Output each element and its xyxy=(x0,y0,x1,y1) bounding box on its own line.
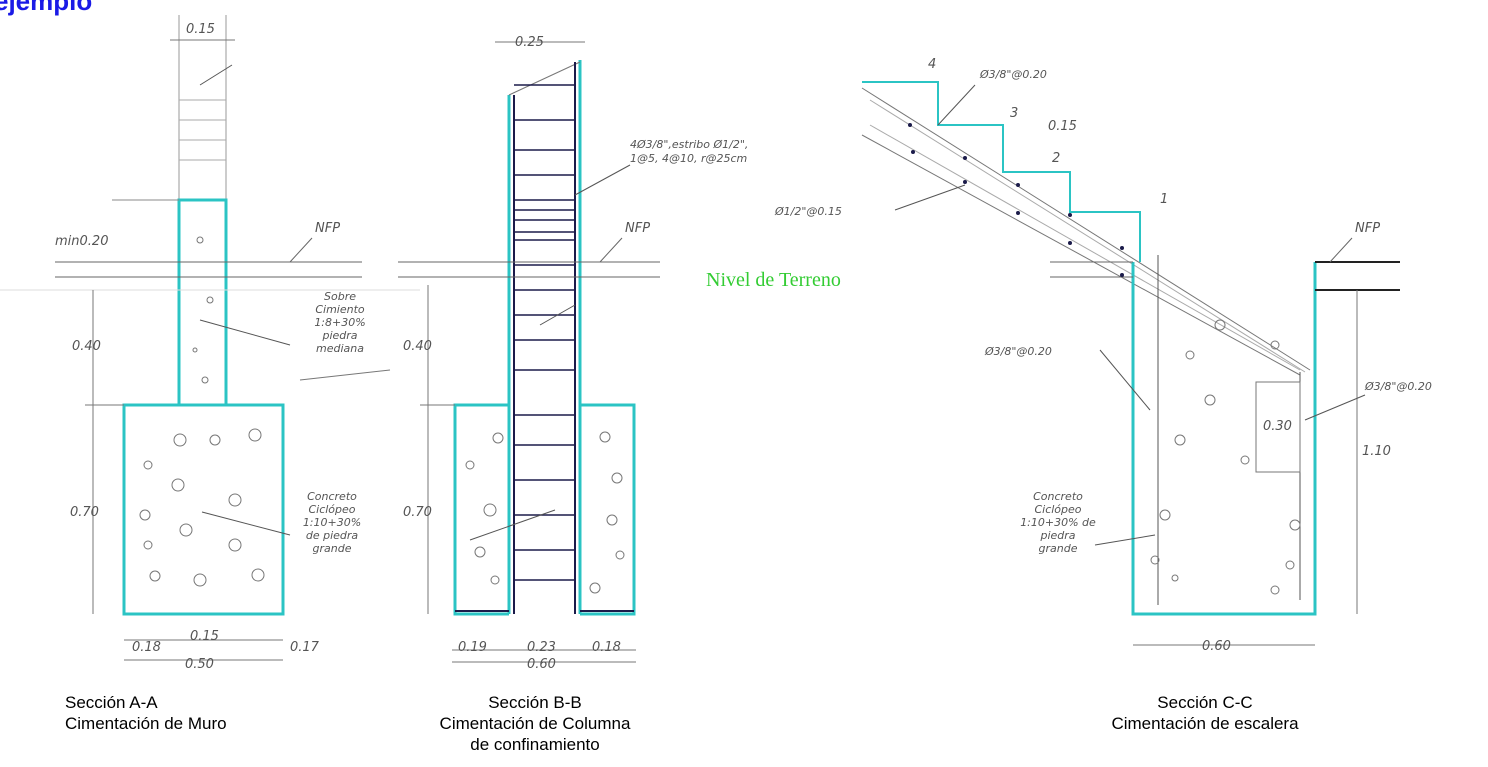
svg-text:grande: grande xyxy=(1039,542,1078,555)
header-partial-text: ejemplo xyxy=(0,0,92,16)
dim-a-total: 0.50 xyxy=(185,657,214,672)
svg-text:Concreto: Concreto xyxy=(1033,490,1083,503)
dim-c-step-b: 3 xyxy=(1010,106,1018,121)
dim-c-step-a: 4 xyxy=(928,57,936,72)
note-c-rebar-slab: Ø1/2"@0.15 xyxy=(774,205,842,218)
section-b-drawing: 0.25 xyxy=(398,35,748,672)
svg-text:grande: grande xyxy=(313,542,352,555)
caption-a-line2: Cimentación de Muro xyxy=(65,714,227,733)
dim-b-nfp: NFP xyxy=(625,221,650,236)
caption-b-line3: de confinamiento xyxy=(470,735,600,754)
note-a-sobre: Sobre Cimiento 1:8+30% piedra mediana xyxy=(314,290,365,355)
dim-c-depth: 1.10 xyxy=(1362,444,1391,459)
caption-section-c: Sección C-C Cimentación de escalera xyxy=(1075,692,1335,734)
section-c-drawing: NFP 1.10 0.30 0.60 4 3 2 1 0.15 Ø3/8"@0.… xyxy=(774,57,1432,654)
note-c-rebar-left: Ø3/8"@0.20 xyxy=(984,345,1052,358)
dim-a-min: min0.20 xyxy=(55,234,108,249)
dim-a-sobre-height: 0.40 xyxy=(72,339,101,354)
dim-b-left: 0.19 xyxy=(458,640,487,655)
note-c-concreto: Concreto Ciclópeo 1:10+30% de piedra gra… xyxy=(1020,490,1096,555)
caption-c-line2: Cimentación de escalera xyxy=(1111,714,1299,733)
note-c-rebar-right: Ø3/8"@0.20 xyxy=(1364,380,1432,393)
terrain-label: Nivel de Terreno xyxy=(706,269,841,291)
svg-text:piedra: piedra xyxy=(1039,529,1075,542)
dim-a-right: 0.17 xyxy=(290,640,320,655)
dim-a-left: 0.18 xyxy=(132,640,161,655)
note-a-concreto: Concreto Ciclópeo 1:10+30% de piedra gra… xyxy=(303,490,361,555)
c-stair-outline xyxy=(862,81,1141,262)
caption-b-line2: Cimentación de Columna xyxy=(439,714,631,733)
svg-text:Cimiento: Cimiento xyxy=(315,303,365,316)
dim-b-right: 0.18 xyxy=(592,640,621,655)
note-c-rebar-top: Ø3/8"@0.20 xyxy=(979,68,1047,81)
dim-c-total: 0.60 xyxy=(1202,639,1231,654)
svg-text:Sobre: Sobre xyxy=(324,290,356,303)
svg-text:4Ø3/8",estribo Ø1/2",: 4Ø3/8",estribo Ø1/2", xyxy=(630,138,748,151)
svg-text:Concreto: Concreto xyxy=(307,490,357,503)
a-cimiento xyxy=(122,403,285,616)
svg-text:Ciclópeo: Ciclópeo xyxy=(308,503,355,516)
svg-text:piedra: piedra xyxy=(321,329,357,342)
a-sobrecimiento xyxy=(177,198,228,407)
dim-a-center: 0.15 xyxy=(190,629,219,644)
dim-c-inner: 0.30 xyxy=(1263,419,1292,434)
dim-c-thickness: 0.15 xyxy=(1048,119,1077,134)
dim-b-top-width: 0.25 xyxy=(515,35,544,50)
dim-c-nfp: NFP xyxy=(1355,221,1380,236)
svg-text:1:8+30%: 1:8+30% xyxy=(314,316,365,329)
section-a-drawing: 0.15 min0.20 NFP 0.40 0.70 0.18 0.15 0.1… xyxy=(0,15,420,672)
note-b-rebar: 4Ø3/8",estribo Ø1/2", 1@5, 4@10, r@25cm xyxy=(630,138,748,165)
caption-a-line1: Sección A-A xyxy=(65,693,158,712)
svg-text:de piedra: de piedra xyxy=(306,529,359,542)
svg-text:1:10+30% de: 1:10+30% de xyxy=(1020,516,1096,529)
dim-c-step-d: 1 xyxy=(1160,192,1168,207)
dim-a-base-height: 0.70 xyxy=(70,505,99,520)
dim-b-total: 0.60 xyxy=(527,657,556,672)
caption-c-line1: Sección C-C xyxy=(1157,693,1253,712)
caption-section-b: Sección B-B Cimentación de Columna de co… xyxy=(424,692,646,755)
b-stirrups xyxy=(514,84,575,581)
dim-a-top-width: 0.15 xyxy=(186,22,215,37)
dim-b-sobre-height: 0.40 xyxy=(403,339,432,354)
dim-c-step-c: 2 xyxy=(1052,151,1060,166)
dim-b-base-height: 0.70 xyxy=(403,505,432,520)
svg-text:mediana: mediana xyxy=(316,342,364,355)
caption-b-line1: Sección B-B xyxy=(488,693,582,712)
caption-section-a: Sección A-A Cimentación de Muro xyxy=(65,692,227,734)
svg-text:1:10+30%: 1:10+30% xyxy=(303,516,361,529)
svg-text:Ciclópeo: Ciclópeo xyxy=(1034,503,1081,516)
svg-text:1@5, 4@10, r@25cm: 1@5, 4@10, r@25cm xyxy=(630,152,747,165)
c-cimiento xyxy=(1131,262,1317,616)
dim-b-center: 0.23 xyxy=(527,640,556,655)
dim-a-nfp: NFP xyxy=(315,221,340,236)
